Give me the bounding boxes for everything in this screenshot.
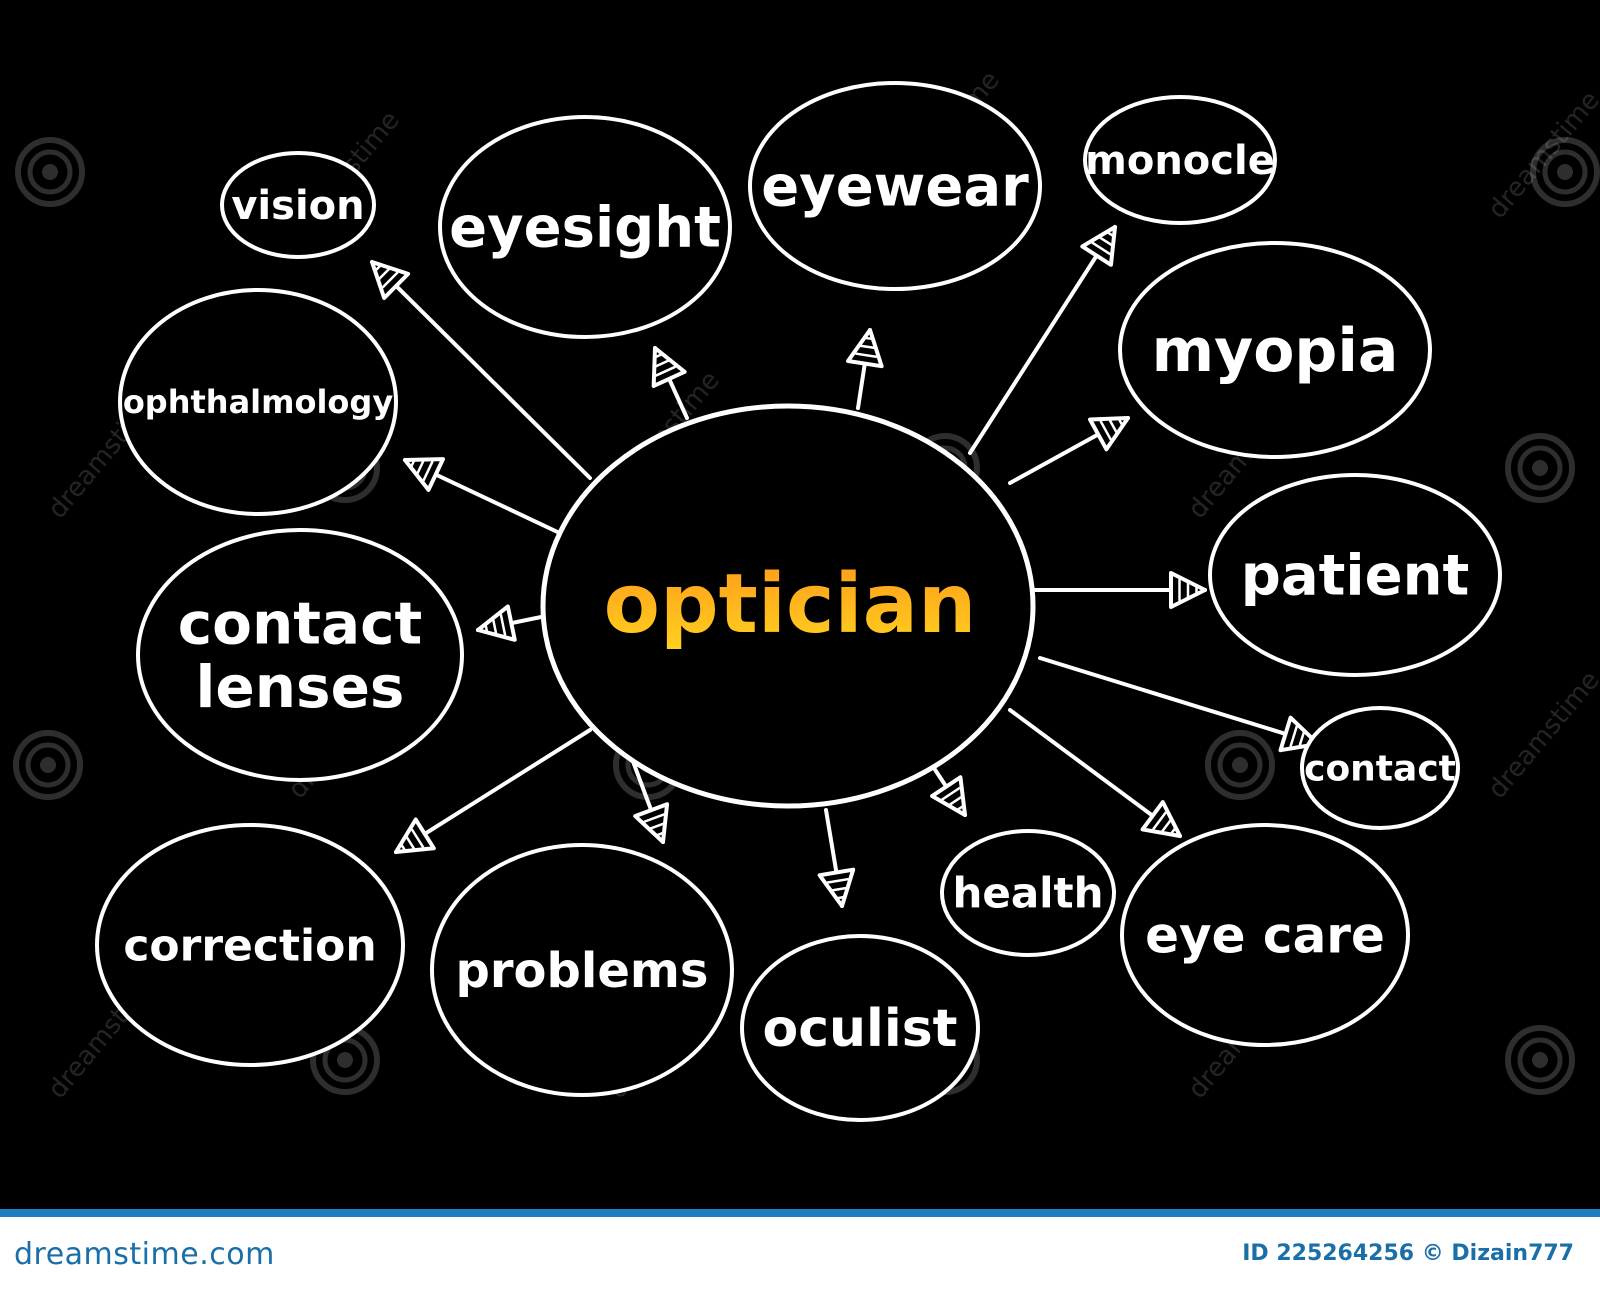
node-label-vision: vision: [231, 183, 364, 229]
arrowhead: [1088, 416, 1130, 452]
arrow-to-vision: [370, 260, 592, 480]
node-label-myopia: myopia: [1152, 316, 1399, 386]
node-patient: patient: [1208, 473, 1502, 677]
arrowhead: [633, 802, 670, 844]
arrow-to-contact-lenses: [476, 604, 548, 642]
node-ellipse: [220, 151, 376, 259]
node-myopia: myopia: [1118, 241, 1432, 459]
node-ellipse: [95, 823, 405, 1067]
node-ellipse: [1120, 823, 1410, 1047]
node-ellipse: [748, 81, 1042, 291]
node-eyesight: eyesight: [438, 115, 732, 339]
footer-accent-strip: [0, 1209, 1600, 1217]
node-eyewear: eyewear: [748, 81, 1042, 291]
arrow-to-oculist: [817, 808, 856, 908]
arrow-to-eyesight: [651, 346, 689, 420]
node-label-eye-care: eye care: [1145, 907, 1385, 965]
node-label-eyesight: eyesight: [449, 196, 721, 261]
node-label-monocle: monocle: [1085, 138, 1275, 184]
arrowhead: [817, 867, 856, 908]
node-label-contact-lenses-1: contact: [178, 589, 423, 657]
node-ellipse: [1118, 241, 1432, 459]
arrow-to-ophthalmology: [403, 457, 568, 538]
spiral-logo-icon: [15, 137, 85, 207]
node-oculist: oculist: [740, 934, 980, 1122]
node-label-health: health: [952, 869, 1103, 918]
spiral-logo-icon: [1530, 137, 1600, 207]
node-ellipse: [1300, 706, 1460, 830]
node-ellipse: [1083, 95, 1277, 225]
arrow-to-correction: [394, 728, 592, 854]
node-correction: correction: [95, 823, 405, 1067]
node-health: health: [940, 829, 1116, 957]
arrow-to-patient: [1033, 571, 1207, 609]
node-ellipse: [940, 829, 1116, 957]
node-label-oculist: oculist: [762, 999, 957, 1059]
footer-brand: dreamstime.com: [14, 1237, 275, 1272]
arrow-to-eyewear: [846, 328, 884, 410]
arrow-to-monocle: [968, 225, 1117, 455]
arrowhead: [651, 346, 687, 388]
arrow-to-eye-care: [1008, 708, 1182, 838]
node-label-eyewear: eyewear: [761, 155, 1029, 220]
spiral-logo-icon: [1505, 1025, 1575, 1095]
node-label-problems: problems: [456, 943, 709, 999]
center-label: optician: [604, 557, 977, 652]
node-ophthalmology: ophthalmology: [118, 288, 398, 516]
arrowhead: [403, 457, 446, 492]
spiral-logo-icon: [13, 730, 83, 800]
node-ellipse: [430, 843, 734, 1097]
node-label-contact: contact: [1304, 749, 1456, 790]
node-label-correction: correction: [123, 920, 376, 971]
center-node: optician: [540, 403, 1036, 809]
watermark-text: dreamstime: [1482, 86, 1600, 225]
node-layer: vision eyesight eyewear monocle ophthalmolog…: [95, 81, 1502, 1122]
footer-bar: dreamstime.com ID 225264256 © Dizain777: [0, 1209, 1600, 1299]
node-ellipse: [438, 115, 732, 339]
node-ellipse: [136, 528, 464, 782]
arrowhead: [846, 328, 884, 369]
node-eye-care: eye care: [1120, 823, 1410, 1047]
mind-map-diagram: dreamstimedreamstimedreamstimedreamstime…: [13, 66, 1600, 1122]
node-label-ophthalmology: ophthalmology: [123, 383, 394, 421]
node-ellipse: [1208, 473, 1502, 677]
node-vision: vision: [220, 151, 376, 259]
arrow-to-myopia: [1008, 416, 1130, 485]
center-ellipse: [540, 403, 1036, 809]
spiral-logo-icon: [1205, 730, 1275, 800]
node-problems: problems: [430, 843, 734, 1097]
node-label-contact-lenses-2: lenses: [196, 653, 405, 721]
arrowhead: [476, 604, 517, 642]
node-label-patient: patient: [1241, 544, 1469, 609]
spiral-logo-icon: [1505, 433, 1575, 503]
node-ellipse: [118, 288, 398, 516]
watermark-text: dreamstime: [1482, 666, 1600, 805]
node-contact: contact: [1300, 706, 1460, 830]
arrow-layer: [370, 225, 1320, 908]
node-ellipse: [740, 934, 980, 1122]
arrow-to-contact: [1038, 656, 1320, 753]
footer-credit: ID 225264256 © Dizain777: [1242, 1241, 1574, 1266]
node-monocle: monocle: [1083, 95, 1277, 225]
